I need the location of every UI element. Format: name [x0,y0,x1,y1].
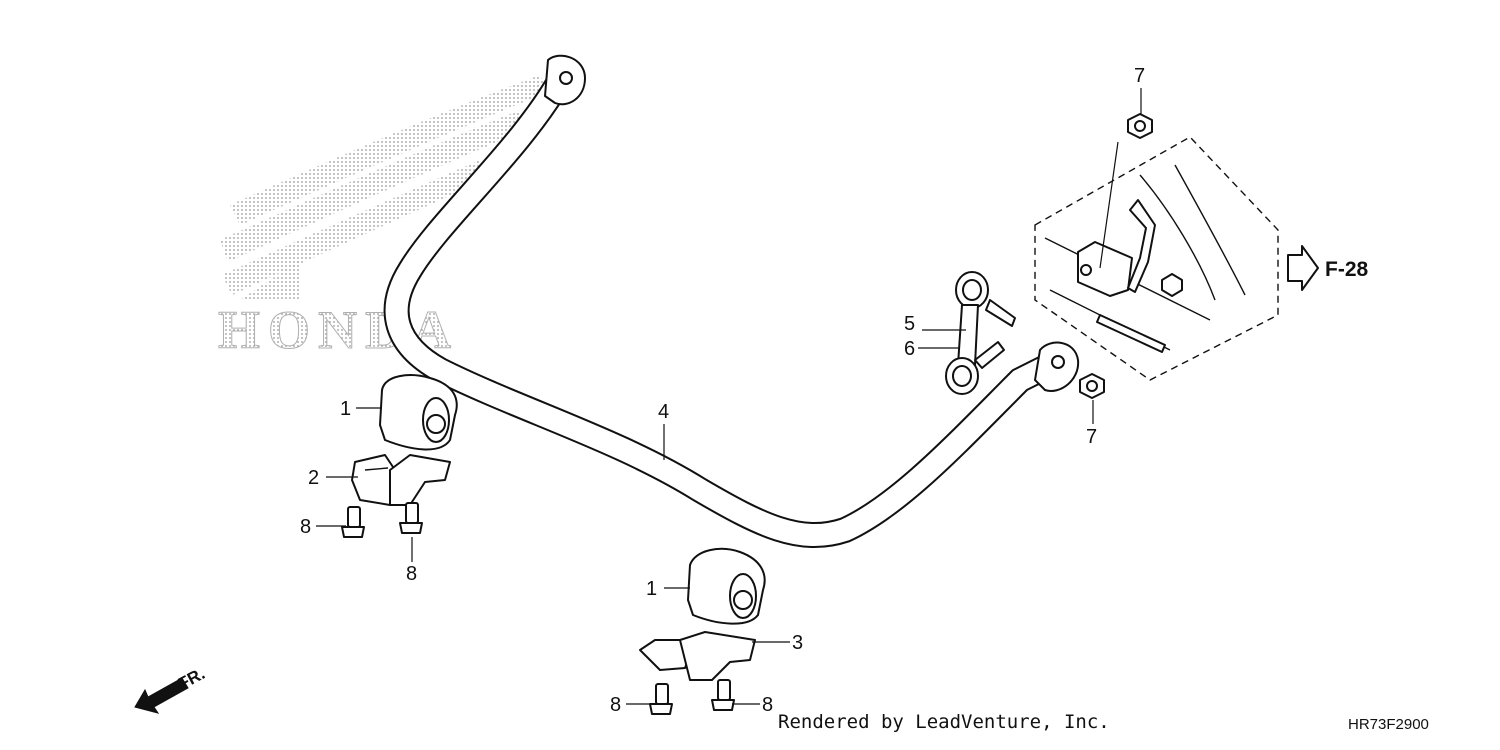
bushing-right [687,547,766,625]
footer-credit: Rendered by LeadVenture, Inc. [778,711,1110,733]
bar-end-lower-hole [1051,355,1065,369]
callout-bolt-left-a[interactable]: 8 [300,516,311,538]
bar-end-upper-hole [559,71,573,85]
nut-top [1127,113,1153,139]
front-direction-indicator: FR. [134,664,208,714]
stabilizer-link [945,271,1016,395]
nut-lower [1079,373,1105,399]
bolt-right-b [711,679,735,711]
callout-bolt-right-b[interactable]: 8 [762,694,773,716]
callout-nut-top[interactable]: 7 [1134,65,1145,87]
holder-left [351,454,451,506]
leader-lines [316,88,1142,705]
callout-holder-left[interactable]: 2 [308,467,319,489]
callout-bushing-left[interactable]: 1 [340,398,351,420]
callout-holder-right[interactable]: 3 [792,632,803,654]
bolt-left-a [341,506,365,538]
callout-bolt-left-b[interactable]: 8 [406,563,417,585]
holder-right [639,631,756,681]
bolt-right-a [649,683,673,715]
callout-bushing-right[interactable]: 1 [646,578,657,600]
callout-link-upper[interactable]: 5 [904,313,915,335]
frame-mount-detail [1034,136,1279,381]
callout-stabilizer-bar[interactable]: 4 [658,401,669,423]
honda-wing-watermark: HONDA [218,75,548,361]
reference-label[interactable]: F-28 [1325,258,1369,281]
bushing-left [379,374,458,451]
callout-bolt-right-a[interactable]: 8 [610,694,621,716]
callout-link-lower[interactable]: 6 [904,338,915,360]
bolt-left-b [399,502,423,534]
diagram-code: HR73F2900 [1348,716,1429,733]
callout-nut-lower[interactable]: 7 [1086,426,1097,448]
callout-labels: 1 2 4 5 6 7 7 8 8 1 3 8 8 [300,65,1145,716]
stabilizer-bar [383,54,1080,549]
reference-arrow[interactable]: F-28 [1287,245,1369,291]
